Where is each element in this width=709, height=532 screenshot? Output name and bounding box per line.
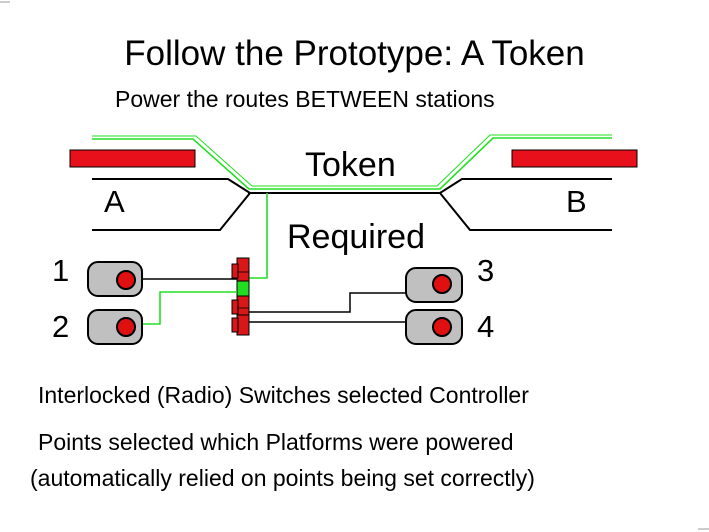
switch-1-knob	[116, 270, 136, 290]
note-points-selected: Points selected which Platforms were pow…	[38, 429, 514, 455]
switch-3-label: 3	[477, 253, 495, 288]
switch-3[interactable]	[405, 267, 463, 303]
station-b-label: B	[566, 184, 587, 219]
feed-wire-track	[245, 193, 268, 279]
switch-1-label: 1	[52, 253, 70, 288]
platform-a	[69, 149, 196, 168]
switch-2[interactable]	[87, 309, 143, 345]
switch-2-label: 2	[52, 309, 70, 344]
note-automatically-relied: (automatically relied on points being se…	[30, 465, 535, 491]
note-interlocked-switches: Interlocked (Radio) Switches selected Co…	[38, 382, 529, 408]
powered-route-line	[92, 137, 612, 190]
switch-4[interactable]	[405, 309, 463, 345]
track-station-b-lower	[439, 192, 612, 231]
token-label: Token	[305, 146, 396, 184]
switch-4-label: 4	[477, 309, 495, 344]
switch-3-knob	[432, 274, 452, 294]
track-station-b-upper	[439, 178, 612, 194]
wire-switch-3	[249, 292, 408, 313]
powered-route-line-outer	[92, 134, 612, 187]
required-label: Required	[287, 218, 425, 256]
slide-title: Follow the Prototype: A Token	[124, 34, 585, 73]
platform-b	[511, 149, 638, 168]
slide-subtitle: Power the routes BETWEEN stations	[115, 86, 495, 112]
station-a-label: A	[104, 184, 125, 219]
wire-switch-2	[140, 291, 237, 325]
switch-2-knob	[116, 317, 136, 337]
switch-1[interactable]	[87, 261, 143, 297]
track-station-a-lower	[92, 192, 251, 231]
switch-4-knob	[432, 317, 452, 337]
track-station-a-upper	[92, 178, 251, 194]
relay-stack	[231, 257, 250, 336]
